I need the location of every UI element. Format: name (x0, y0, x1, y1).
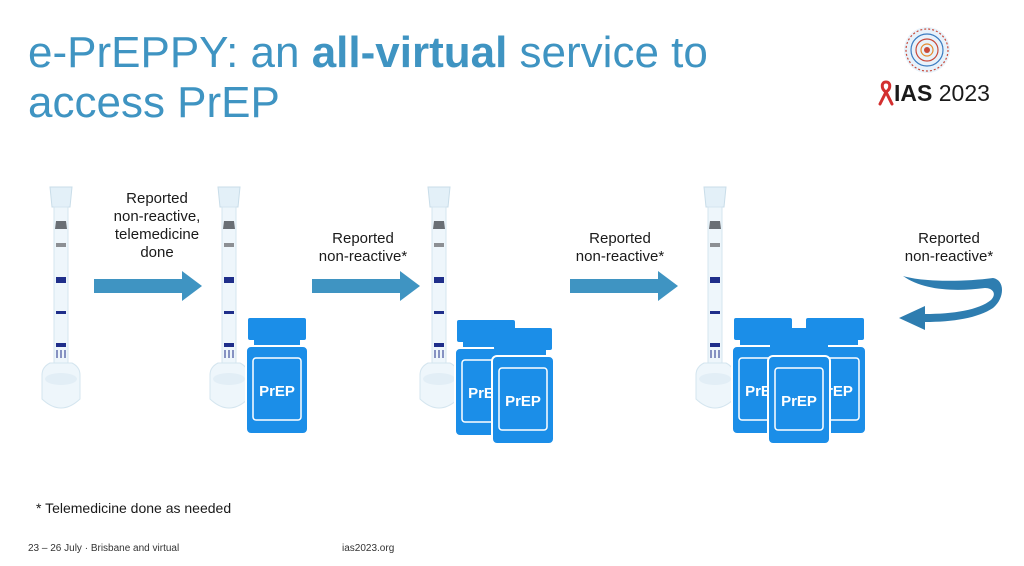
footnote: * Telemedicine done as needed (36, 500, 232, 516)
caption-line: non-reactive, (113, 208, 201, 225)
logo-text: IAS 2023 (894, 80, 990, 107)
test-tube-3 (419, 186, 459, 409)
logo-year: 2023 (938, 80, 990, 106)
title-part-2: service to access PrEP (28, 28, 708, 127)
caption-line: non-reactive* (575, 248, 665, 265)
title-bold: all-virtual (311, 28, 508, 77)
prep-bottle: PrEP (491, 328, 555, 445)
step-2-caption: Reported non-reactive* (298, 230, 428, 266)
caption-line: non-reactive* (318, 248, 408, 265)
arrow-right-icon (312, 271, 420, 301)
ias-2023-logo: IAS 2023 (876, 22, 1006, 112)
logo-brand: IAS (894, 80, 933, 106)
arrow-right-icon (570, 271, 678, 301)
step-1-caption: Reported non-reactive, telemedicine done (92, 190, 222, 262)
caption-line: telemedicine (114, 226, 200, 243)
step-4-caption: Reported non-reactive* (884, 230, 1014, 266)
footer-website: ias2023.org (342, 543, 395, 554)
test-tube-1 (41, 186, 81, 409)
caption-line: non-reactive* (904, 248, 994, 265)
prep-bottle: PrEP (767, 328, 831, 445)
caption-line: Reported (126, 190, 188, 207)
footer-dates: 23 – 26 July · Brisbane and virtual (28, 543, 180, 554)
arrow-right-icon (94, 271, 202, 301)
red-ribbon-icon (878, 80, 894, 106)
test-tube-2 (209, 186, 249, 409)
title-part-1: e-PrEPPY: an (28, 28, 312, 77)
mandala-icon (904, 27, 950, 73)
repeat-arrow-icon (899, 276, 1002, 330)
step-3-caption: Reported non-reactive* (555, 230, 685, 266)
prep-bottle: PrEP (245, 318, 309, 435)
bottle-label: PrEP (259, 383, 295, 400)
bottle-label: PrEP (781, 393, 817, 410)
caption-line: Reported (332, 230, 394, 247)
test-tube-4 (695, 186, 735, 409)
caption-line: Reported (589, 230, 651, 247)
caption-line: Reported (918, 230, 980, 247)
bottle-label: PrEP (505, 393, 541, 410)
caption-line: done (140, 244, 174, 261)
slide-title: e-PrEPPY: an all-virtual service to acce… (28, 28, 848, 128)
